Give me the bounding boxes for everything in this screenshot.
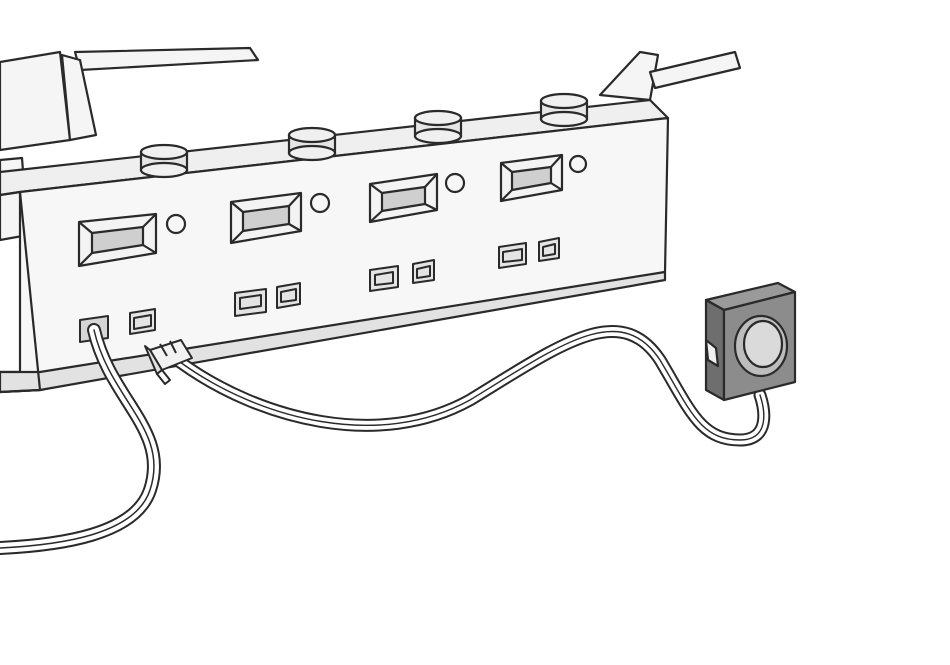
speaker-cable bbox=[173, 325, 771, 447]
port-pair-2 bbox=[234, 282, 301, 317]
panel-bays bbox=[77, 153, 588, 268]
connector-ports bbox=[79, 237, 560, 343]
indicator-light-2 bbox=[309, 192, 331, 214]
bay-2 bbox=[229, 191, 331, 245]
speaker-icon bbox=[704, 281, 797, 402]
control-knobs bbox=[139, 92, 589, 179]
knob-2 bbox=[287, 126, 337, 162]
knob-4 bbox=[539, 92, 589, 128]
bay-4 bbox=[499, 153, 588, 203]
port-pair-3 bbox=[369, 259, 435, 292]
indicator-light-3 bbox=[444, 172, 466, 194]
knob-3 bbox=[413, 109, 463, 145]
indicator-light-1 bbox=[165, 213, 187, 235]
bay-1 bbox=[77, 212, 187, 268]
existing-harness-cable bbox=[0, 323, 162, 555]
knob-1 bbox=[139, 143, 189, 179]
bay-3 bbox=[368, 172, 466, 224]
plug-connector-icon bbox=[144, 339, 193, 385]
indicator-light-4 bbox=[568, 154, 588, 174]
port-pair-4 bbox=[498, 237, 560, 269]
